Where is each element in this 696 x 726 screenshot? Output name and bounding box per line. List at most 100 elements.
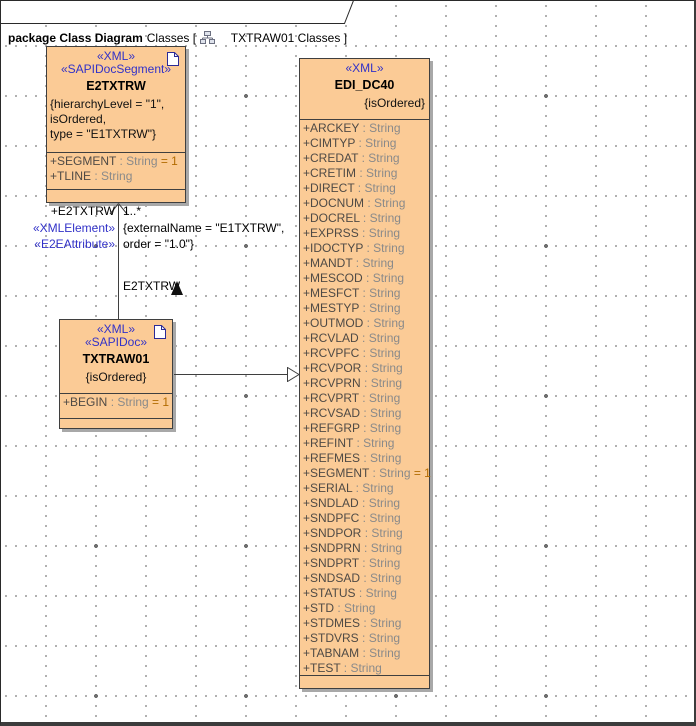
attribute-row[interactable]: +REFMES : String [303,451,429,466]
attribute-row[interactable]: +REFGRP : String [303,421,429,436]
attribute-default: = 1 [157,154,178,168]
attribute-row[interactable]: +ARCKEY : String [303,121,429,136]
attribute-row[interactable]: +TABNAM : String [303,646,429,661]
attribute-name: +CRETIM [303,166,357,180]
attribute-type: : String [356,166,398,180]
attribute-row[interactable]: +RCVLAD : String [303,331,429,346]
stereotype-label: «XML» [96,322,136,336]
attribute-type: : String [363,316,405,330]
attribute-row[interactable]: +TLINE : String [50,169,185,184]
generalization-line-edi-dc40[interactable] [174,374,288,375]
attribute-row[interactable]: +SEGMENT : String = 1 [50,154,185,169]
attribute-type: : String [116,154,158,168]
attribute-name: +RCVPRT [303,391,359,405]
attributes-compartment[interactable]: +ARCKEY : String +CIMTYP : String +CREDA… [300,119,431,676]
attribute-row[interactable]: +DOCREL : String [303,211,429,226]
attribute-name: +BEGIN [63,395,108,409]
attribute-row[interactable]: +SNDLAD : String [303,496,429,511]
attribute-row[interactable]: +CIMTYP : String [303,136,429,151]
attribute-name: +REFINT [303,436,354,450]
operations-compartment[interactable] [300,675,429,688]
attribute-row[interactable]: +MESFCT : String [303,286,429,301]
attribute-name: +REFGRP [303,421,360,435]
attribute-type: : String [359,301,401,315]
operations-compartment[interactable] [60,418,172,428]
attribute-type: : String [358,556,401,570]
association-constraint-line[interactable]: {externalName = "E1TXTRW", [123,221,285,235]
diagram-frame-header[interactable]: package Class Diagram Classes [ TXTRAW01… [1,1,358,45]
attribute-row[interactable]: +DIRECT : String [303,181,429,196]
class-txtraw01-header[interactable]: «XML» «SAPIDoc» TXTRAW01 {isOrdered} [60,320,172,393]
attribute-row[interactable]: +STD : String [303,601,429,616]
attribute-row[interactable]: +OUTMOD : String [303,316,429,331]
operations-compartment[interactable] [47,189,185,202]
class-name[interactable]: TXTRAW01 [82,352,150,366]
attribute-row[interactable]: +STATUS : String [303,586,429,601]
attributes-compartment[interactable]: +SEGMENT : String = 1 +TLINE : String [47,152,185,189]
association-name-label[interactable]: E2TXTRW [123,279,181,293]
attribute-row[interactable]: +SNDPFC : String [303,511,429,526]
attribute-name: +REFMES [303,451,361,465]
attribute-type: : String [360,571,402,585]
class-edi-dc40-header[interactable]: «XML» EDI_DC40 {isOrdered} [300,59,429,119]
attribute-row[interactable]: +IDOCTYP : String [303,241,429,256]
class-edi-dc40[interactable]: «XML» EDI_DC40 {isOrdered} +ARCKEY : Str… [299,58,431,689]
attribute-name: +SERIAL [303,481,353,495]
association-stereotype-label[interactable]: «XMLElement» [32,221,115,235]
attribute-type: : String [359,346,401,360]
class-name[interactable]: E2TXTRW [86,79,146,93]
attribute-row[interactable]: +SNDPRN : String [303,541,429,556]
attribute-row[interactable]: +CREDAT : String [303,151,429,166]
attribute-row[interactable]: +RCVPRT : String [303,391,429,406]
attribute-row[interactable]: +DOCNUM : String [303,196,429,211]
attribute-row[interactable]: +SEGMENT : String = 1 [303,466,431,481]
attribute-row[interactable]: +MESCOD : String [303,271,429,286]
attribute-row[interactable]: +SNDSAD : String [303,571,429,586]
attribute-row[interactable]: +RCVPOR : String [303,361,429,376]
attribute-type: : String [358,226,401,240]
class-e2txtrw-header[interactable]: «XML» «SAPIDocSegment» E2TXTRW {hierarch… [47,47,185,152]
hollow-triangle-arrowhead-icon [287,367,300,382]
attribute-name: +MESTYP [303,301,360,315]
attribute-name: +STDVRS [303,631,359,645]
attribute-row[interactable]: +REFINT : String [303,436,429,451]
attribute-row[interactable]: +MANDT : String [303,256,429,271]
constraint-line: isOrdered, [50,112,107,126]
attribute-row[interactable]: +EXPRSS : String [303,226,429,241]
frame-header-shape [1,1,354,24]
stereotype-label: «SAPIDocSegment» [60,62,172,76]
attribute-row[interactable]: +STDVRS : String [303,631,429,646]
attribute-row[interactable]: +STDMES : String [303,616,429,631]
association-multiplicity-label[interactable]: 1..* [123,204,142,218]
attribute-row[interactable]: +RCVPRN : String [303,376,429,391]
attribute-name: +SNDPOR [303,526,362,540]
attribute-type: : String [107,395,149,409]
class-constraint: {isOrdered} [85,370,147,384]
attribute-row[interactable]: +RCVSAD : String [303,406,429,421]
attribute-row[interactable]: +RCVPFC : String [303,346,429,361]
attribute-row[interactable]: +SNDPRT : String [303,556,429,571]
attribute-type: : String [362,271,405,285]
attributes-compartment[interactable]: +BEGIN : String = 1 [60,393,172,418]
attribute-type: : String [360,376,403,390]
attribute-row[interactable]: +SNDPOR : String [303,526,429,541]
association-stereotype-label[interactable]: «E2EAttribute» [34,237,115,251]
attribute-row[interactable]: +TEST : String [303,661,429,676]
attribute-type: : String [369,466,411,480]
attribute-row[interactable]: +BEGIN : String = 1 [63,395,172,410]
attribute-name: +TLINE [50,169,92,183]
association-line-e2txtrw[interactable] [118,205,119,319]
attribute-type: : String [360,541,403,555]
class-name[interactable]: EDI_DC40 [334,78,395,92]
attribute-row[interactable]: +MESTYP : String [303,301,429,316]
attribute-row[interactable]: +SERIAL : String [303,481,429,496]
attribute-name: +DOCREL [303,211,360,225]
attribute-type: : String [354,181,396,195]
association-role-label[interactable]: +E2TXTRW [50,204,115,218]
class-txtraw01[interactable]: «XML» «SAPIDoc» TXTRAW01 {isOrdered} +BE… [59,319,173,429]
attribute-name: +STDMES [303,616,361,630]
class-e2txtrw[interactable]: «XML» «SAPIDocSegment» E2TXTRW {hierarch… [46,46,186,203]
association-constraint-line[interactable]: order = "1.0"} [123,237,194,251]
attribute-row[interactable]: +CRETIM : String [303,166,429,181]
